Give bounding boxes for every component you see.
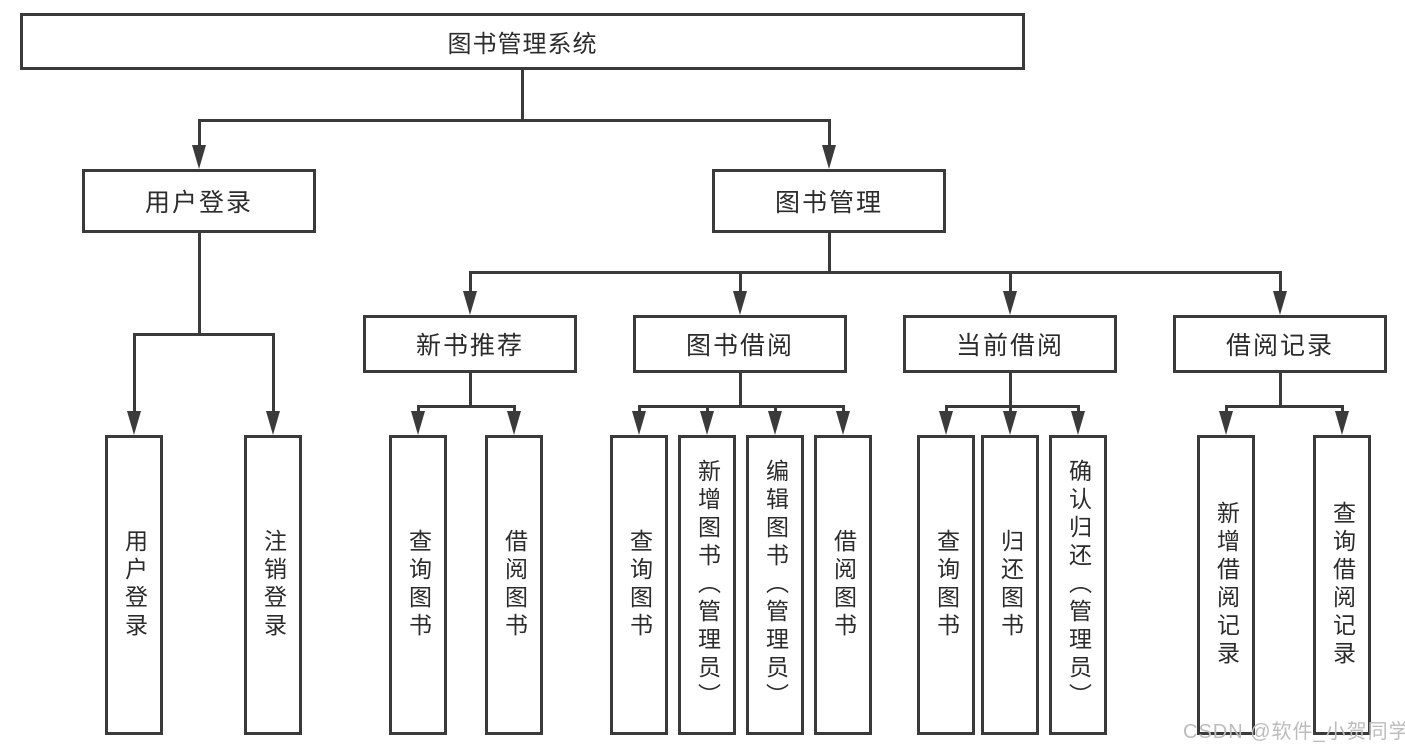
connector-line bbox=[417, 405, 516, 408]
leaf-query-books-borrow: 查询图书 bbox=[610, 435, 668, 735]
node-label: 查询图书 bbox=[626, 529, 653, 641]
arrowhead-down bbox=[127, 411, 141, 435]
arrowhead-down bbox=[1071, 411, 1085, 435]
connector-line bbox=[198, 119, 831, 122]
connector-line bbox=[706, 405, 709, 413]
node-label: 查询借阅记录 bbox=[1329, 501, 1356, 669]
connector-line bbox=[945, 405, 948, 413]
arrowhead-down bbox=[1003, 411, 1017, 435]
connector-line bbox=[828, 119, 831, 147]
node-label: 新增图书（管理员） bbox=[694, 459, 721, 711]
connector-line bbox=[198, 119, 201, 147]
leaf-edit-books-admin: 编辑图书（管理员） bbox=[746, 435, 804, 735]
arrowhead-down bbox=[1273, 291, 1287, 315]
leaf-logout: 注销登录 bbox=[244, 435, 302, 735]
connector-line bbox=[1225, 405, 1344, 408]
connector-line bbox=[638, 405, 845, 408]
leaf-add-books-admin: 新增图书（管理员） bbox=[678, 435, 736, 735]
arrowhead-down bbox=[507, 411, 521, 435]
node-user-login: 用户登录 bbox=[82, 169, 316, 233]
node-current-borrow: 当前借阅 bbox=[903, 315, 1117, 373]
connector-line bbox=[1225, 405, 1228, 413]
leaf-borrow-books-recommend: 借阅图书 bbox=[485, 435, 543, 735]
node-label: 图书管理 bbox=[774, 189, 883, 217]
arrowhead-down bbox=[939, 411, 953, 435]
leaf-add-borrow-record: 新增借阅记录 bbox=[1197, 435, 1255, 735]
connector-line bbox=[469, 271, 472, 293]
node-label: 新增借阅记录 bbox=[1213, 501, 1240, 669]
connector-line bbox=[1009, 271, 1012, 293]
leaf-query-books-current: 查询图书 bbox=[917, 435, 975, 735]
node-label: 当前借阅 bbox=[955, 332, 1064, 360]
connector-line bbox=[739, 373, 742, 408]
connector-line bbox=[521, 69, 524, 121]
node-book-management: 图书管理 bbox=[712, 169, 946, 233]
connector-line bbox=[469, 271, 1282, 274]
node-label: 用户登录 bbox=[121, 529, 148, 641]
leaf-query-borrow-record: 查询借阅记录 bbox=[1313, 435, 1371, 735]
connector-line bbox=[272, 333, 275, 413]
connector-line bbox=[417, 405, 420, 413]
arrowhead-down bbox=[463, 291, 477, 315]
node-label: 注销登录 bbox=[260, 529, 287, 641]
node-label: 查询图书 bbox=[933, 529, 960, 641]
arrowhead-down bbox=[1219, 411, 1233, 435]
arrowhead-down bbox=[632, 411, 646, 435]
connector-line bbox=[198, 232, 201, 336]
node-label: 确认归还（管理员） bbox=[1065, 459, 1092, 711]
arrowhead-down bbox=[1003, 291, 1017, 315]
leaf-user-login: 用户登录 bbox=[105, 435, 163, 735]
node-label: 图书借阅 bbox=[685, 332, 794, 360]
leaf-confirm-return-admin: 确认归还（管理员） bbox=[1049, 435, 1107, 735]
arrowhead-down bbox=[700, 411, 714, 435]
node-label: 图书管理系统 bbox=[447, 31, 598, 58]
connector-line bbox=[828, 232, 831, 274]
arrowhead-down bbox=[1335, 411, 1349, 435]
connector-line bbox=[513, 405, 516, 413]
node-label: 借阅记录 bbox=[1225, 332, 1334, 360]
node-label: 归还图书 bbox=[997, 529, 1024, 641]
node-borrow-records: 借阅记录 bbox=[1173, 315, 1387, 373]
arrowhead-down bbox=[266, 411, 280, 435]
csdn-watermark: CSDN @软件_小贺同学 bbox=[1183, 721, 1405, 743]
connector-line bbox=[1279, 271, 1282, 293]
node-label: 用户登录 bbox=[144, 189, 253, 217]
connector-line bbox=[638, 405, 641, 413]
connector-line bbox=[739, 271, 742, 293]
arrowhead-down bbox=[836, 411, 850, 435]
connector-line bbox=[133, 333, 136, 413]
arrowhead-down bbox=[822, 145, 836, 169]
connector-line bbox=[1341, 405, 1344, 413]
node-label: 借阅图书 bbox=[830, 529, 857, 641]
connector-line bbox=[1009, 373, 1012, 408]
node-new-book-recommend: 新书推荐 bbox=[363, 315, 577, 373]
arrowhead-down bbox=[733, 291, 747, 315]
connector-line bbox=[1009, 405, 1012, 413]
node-label: 编辑图书（管理员） bbox=[762, 459, 789, 711]
leaf-return-books: 归还图书 bbox=[981, 435, 1039, 735]
connector-line bbox=[469, 373, 472, 408]
leaf-query-books-recommend: 查询图书 bbox=[389, 435, 447, 735]
node-label: 借阅图书 bbox=[501, 529, 528, 641]
leaf-borrow-books: 借阅图书 bbox=[814, 435, 872, 735]
arrowhead-down bbox=[411, 411, 425, 435]
arrowhead-down bbox=[768, 411, 782, 435]
connector-line bbox=[945, 405, 1080, 408]
node-book-borrow: 图书借阅 bbox=[633, 315, 847, 373]
connector-line bbox=[133, 333, 275, 336]
node-label: 查询图书 bbox=[405, 529, 432, 641]
connector-line bbox=[1077, 405, 1080, 413]
connector-line bbox=[1279, 373, 1282, 408]
connector-line bbox=[774, 405, 777, 413]
connector-line bbox=[842, 405, 845, 413]
arrowhead-down bbox=[192, 145, 206, 169]
node-label: 新书推荐 bbox=[415, 332, 524, 360]
node-library-management-system: 图书管理系统 bbox=[20, 13, 1025, 70]
